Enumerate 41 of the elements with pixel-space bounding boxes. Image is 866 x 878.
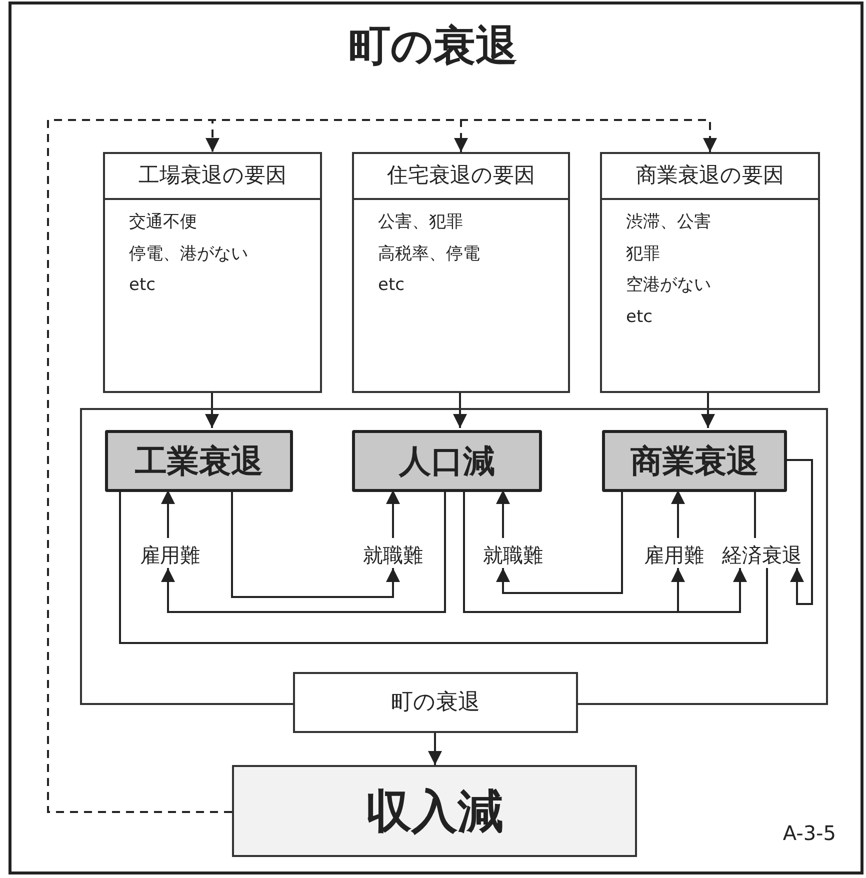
arrow [701, 393, 715, 428]
list-item: 交通不便 [129, 211, 198, 234]
process-box: 町の衰退 [293, 672, 578, 733]
node-label: 雇用難 [630, 540, 718, 570]
node-label: 就職難 [348, 540, 438, 570]
node-label: 経済衰退 [716, 540, 808, 570]
figure-number: A-3-5 [782, 820, 836, 847]
arrow [161, 490, 175, 538]
node-label: 雇用難 [126, 540, 214, 570]
list-item: 空港がない [626, 274, 712, 297]
list-item: 停電、港がない [129, 242, 249, 266]
list-item: etc [129, 274, 156, 297]
arrow [231, 490, 400, 598]
list-item: etc [378, 274, 406, 297]
list-item: 渋滞、公害 [626, 211, 712, 234]
arrow [205, 393, 219, 428]
result-box: 収入減 [232, 765, 637, 857]
arrow [496, 490, 510, 538]
process-box: 工業衰退 [105, 430, 293, 492]
list-item: 犯罪 [626, 242, 661, 266]
factor-box [352, 152, 570, 393]
arrow [161, 490, 446, 613]
arrow [496, 490, 623, 594]
process-box: 商業衰退 [602, 430, 787, 492]
arrow [453, 393, 467, 428]
box-heading: 商業衰退の要因 [602, 154, 818, 200]
dashed-arrow [47, 119, 717, 813]
node-label: 就職難 [468, 540, 558, 570]
diagram-title: 町の衰退 [348, 20, 518, 72]
arrow [428, 733, 442, 765]
box-heading: 工場衰退の要因 [105, 154, 320, 200]
factor-box [103, 152, 322, 393]
list-item: 高税率、停電 [378, 242, 481, 266]
list-item: 公害、犯罪 [378, 211, 464, 234]
arrow [386, 490, 400, 538]
list-item: etc [626, 306, 654, 328]
arrow [785, 459, 813, 605]
arrow [671, 490, 685, 538]
factor-box [600, 152, 820, 393]
process-box: 人口減 [352, 430, 542, 492]
box-heading: 住宅衰退の要因 [354, 154, 568, 200]
